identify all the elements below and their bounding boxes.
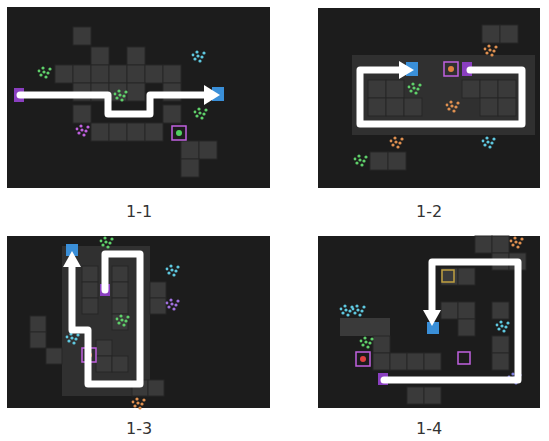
panel-1-4 xyxy=(318,236,540,408)
figure-caption: 1-1 xyxy=(126,202,152,221)
figure-caption: 1-4 xyxy=(416,419,442,438)
panel-1-1 xyxy=(7,7,270,188)
figure-caption: 1-2 xyxy=(416,202,442,221)
figure-caption: 1-3 xyxy=(126,419,152,438)
panel-1-3 xyxy=(7,236,270,410)
panel-1-2 xyxy=(318,8,540,188)
